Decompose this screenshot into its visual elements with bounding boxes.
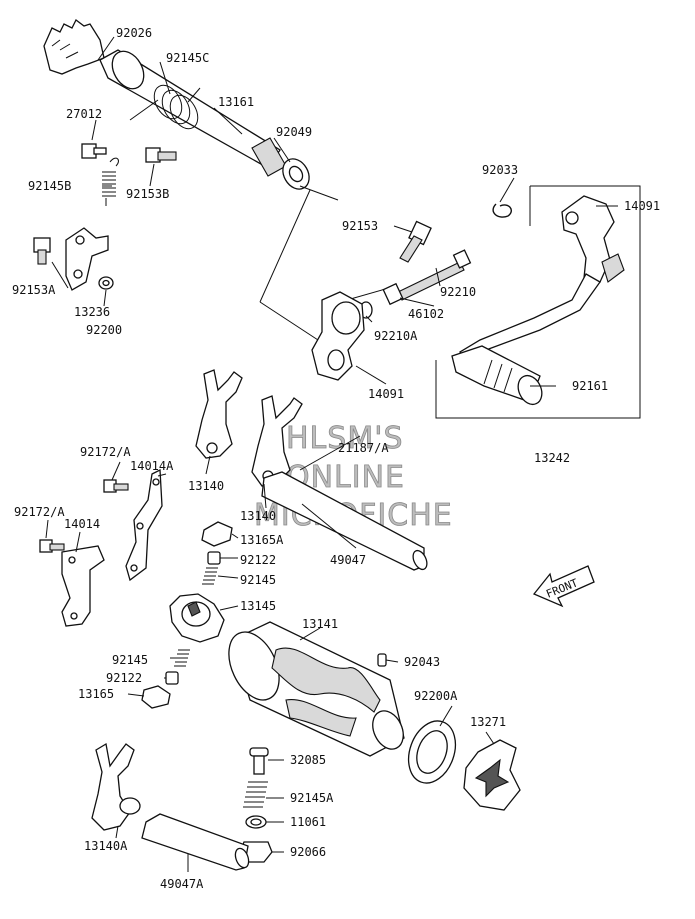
watermark-line-1: HLSM'S [286, 421, 404, 456]
shift-shaft-assembly [43, 19, 310, 190]
part-13236 [65, 227, 109, 291]
part-32085 [249, 747, 269, 775]
part-92161 [451, 345, 543, 406]
part-11061 [245, 815, 267, 829]
label-13161: 13161 [218, 95, 254, 109]
label-92145-a: 92145 [240, 573, 276, 587]
part-14014 [61, 545, 105, 627]
part-92122-a [207, 551, 221, 565]
label-92210A: 92210A [374, 329, 418, 343]
label-13140A: 13140A [84, 839, 128, 853]
label-13271: 13271 [470, 715, 506, 729]
part-49047A [141, 813, 250, 871]
label-92153B: 92153B [126, 187, 169, 201]
part-92043 [377, 653, 387, 667]
part-92210 [382, 282, 404, 306]
part-13141 [228, 621, 405, 757]
part-13165 [141, 685, 171, 709]
part-13140-a [195, 369, 243, 459]
part-92145B [102, 157, 119, 206]
part-92153 [399, 220, 432, 263]
label-13141: 13141 [302, 617, 338, 631]
part-92153A [33, 237, 51, 265]
part-92172A-1 [103, 479, 129, 493]
label-92026: 92026 [116, 26, 152, 40]
label-92122-b: 92122 [106, 671, 142, 685]
label-92172A-2: 92172/A [14, 505, 65, 519]
label-92145B: 92145B [28, 179, 71, 193]
part-14091-lower [311, 291, 365, 381]
part-13140A [91, 742, 141, 831]
label-14014A: 14014A [130, 459, 174, 473]
label-92210: 92210 [440, 285, 476, 299]
part-27012 [81, 143, 107, 159]
label-92200: 92200 [86, 323, 122, 337]
label-92172A-1: 92172/A [80, 445, 131, 459]
part-49047 [261, 471, 428, 571]
label-92043: 92043 [404, 655, 440, 669]
label-13236: 13236 [74, 305, 110, 319]
label-92145-b: 92145 [112, 653, 148, 667]
label-11061: 11061 [290, 815, 326, 829]
front-arrow-icon: FRONT [532, 565, 595, 608]
part-92145A [243, 781, 268, 808]
label-21187A: 21187/A [338, 441, 389, 455]
part-13165A [201, 521, 233, 547]
label-92049: 92049 [276, 125, 312, 139]
label-13165: 13165 [78, 687, 114, 701]
part-14014A [125, 468, 163, 582]
part-92122-b [165, 671, 179, 685]
label-92066: 92066 [290, 845, 326, 859]
label-49047A: 49047A [160, 877, 204, 891]
leader-lines [45, 36, 618, 872]
part-92200 [98, 276, 114, 290]
label-92145A: 92145A [290, 791, 334, 805]
part-13271 [463, 739, 521, 811]
label-13140-a: 13140 [188, 479, 224, 493]
part-13145 [169, 593, 225, 643]
label-14091-lower: 14091 [368, 387, 404, 401]
part-92172A-2 [39, 539, 65, 553]
part-92200A [407, 720, 457, 784]
label-13242: 13242 [534, 451, 570, 465]
label-46102: 46102 [408, 307, 444, 321]
label-49047: 49047 [330, 553, 366, 567]
part-92033 [492, 203, 512, 218]
part-14091-upper [561, 195, 625, 283]
part-92145-a [202, 567, 218, 585]
label-14014: 14014 [64, 517, 100, 531]
label-92200A: 92200A [414, 689, 458, 703]
part-92145-b [174, 649, 190, 667]
label-32085: 32085 [290, 753, 326, 767]
part-92153B [145, 147, 177, 163]
label-13165A: 13165A [240, 533, 284, 547]
label-13145: 13145 [240, 599, 276, 613]
label-14091-upper: 14091 [624, 199, 660, 213]
label-92145C: 92145C [166, 51, 209, 65]
label-92153A: 92153A [12, 283, 56, 297]
label-27012: 27012 [66, 107, 102, 121]
label-92033: 92033 [482, 163, 518, 177]
label-92161: 92161 [572, 379, 608, 393]
part-labels: 92026 92145C 13161 27012 92049 92145B 92… [12, 26, 660, 891]
label-13140-b: 13140 [240, 509, 276, 523]
label-92122-a: 92122 [240, 553, 276, 567]
label-92153: 92153 [342, 219, 378, 233]
